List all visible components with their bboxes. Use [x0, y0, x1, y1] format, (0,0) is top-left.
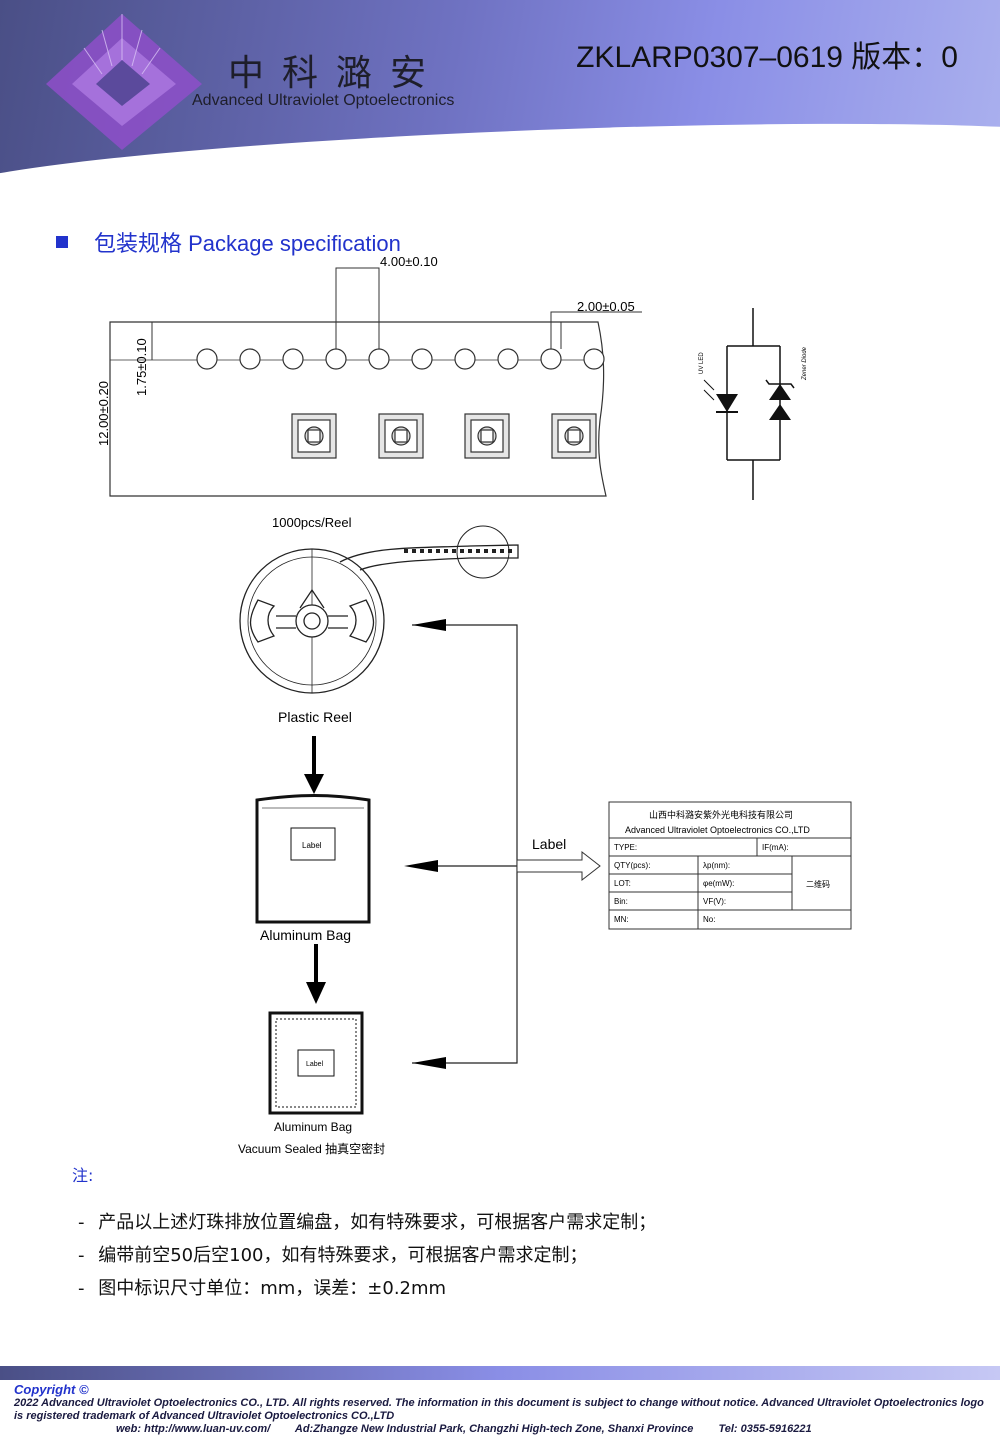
aluminum-bag-2	[268, 1011, 364, 1115]
connector-lines	[412, 624, 600, 1064]
website-link[interactable]: web: http://www.luan-uv.com/	[116, 1423, 271, 1435]
page-header: 中科潞安 Advanced Ultraviolet Optoelectronic…	[0, 0, 1000, 180]
footer-bar	[0, 1366, 1000, 1380]
bag2-tag-text: Label	[306, 1061, 324, 1068]
dim-edge-text: 1.75±0.10	[134, 338, 149, 396]
telephone-text: Tel: 0355-5916221	[718, 1423, 812, 1435]
label-arrow-text: Label	[532, 836, 566, 852]
sprocket-holes	[196, 348, 605, 370]
label-card-mn: MN:	[614, 915, 629, 924]
vacuum-sealed-text: Vacuum Sealed 抽真空密封	[238, 1141, 385, 1156]
plastic-reel-drawing	[239, 525, 519, 694]
down-arrow-icon	[304, 736, 324, 794]
contact-line: web: http://www.luan-uv.com/ Ad:Zhangze …	[14, 1423, 994, 1435]
led-pocket	[551, 413, 597, 459]
label-card-type: TYPE:	[614, 843, 637, 852]
zener-label: Zener Diode	[802, 346, 808, 381]
label-card-company-cn: 山西中科潞安紫外光电科技有限公司	[649, 809, 793, 820]
led-pockets	[291, 413, 597, 459]
uv-led-label: UV LED	[699, 352, 705, 374]
led-pocket	[291, 413, 337, 459]
left-arrow-icon	[404, 619, 446, 1069]
page-footer: Copyright © 2022 Advanced Ultraviolet Op…	[14, 1382, 994, 1435]
tape-dimensions	[109, 267, 642, 496]
uv-led-symbol	[703, 379, 738, 413]
dim-width-text: 12.00±0.20	[96, 381, 111, 446]
note-item: 图中标识尺寸单位：mm，误差：±0.2mm	[78, 1272, 656, 1305]
aluminum-bag-1	[255, 794, 371, 924]
address-text: Ad:Zhangze New Industrial Park, Changzhi…	[294, 1423, 694, 1435]
label-card-company-en: Advanced Ultraviolet Optoelectronics CO.…	[625, 825, 810, 835]
led-pocket	[464, 413, 510, 459]
document-code: ZKLARP0307–0619 版本：0	[576, 41, 958, 74]
bag1-label: Aluminum Bag	[260, 927, 351, 943]
label-card	[608, 801, 852, 930]
bag2-label: Aluminum Bag	[274, 1120, 352, 1134]
package-drawing: 4.00±0.10 2.00±0.05 12.00±0.20 1.75±0.10	[96, 254, 852, 1156]
company-logo-icon	[46, 14, 202, 150]
notes-list: 产品以上述灯珠排放位置编盘，如有特殊要求，可根据客户需求定制； 编带前空50后空…	[78, 1206, 656, 1305]
copyright-text: Copyright ©	[14, 1382, 89, 1397]
label-card-lot: LOT:	[614, 879, 631, 888]
reel-tape-pockets	[404, 549, 512, 553]
company-name-cn: 中科潞安	[228, 53, 445, 94]
zener-diode-symbol	[765, 379, 795, 420]
label-arrow-icon	[516, 850, 601, 882]
reel-count-text: 1000pcs/Reel	[272, 515, 352, 530]
carrier-tape	[109, 321, 607, 497]
legal-text: 2022 Advanced Ultraviolet Optoelectronic…	[14, 1397, 984, 1422]
section-title-text: 包装规格 Package specification	[94, 231, 401, 256]
label-card-qr: 二维码	[806, 879, 830, 889]
label-card-lp: λp(nm):	[703, 861, 730, 870]
down-arrow-icon	[306, 944, 326, 1004]
label-card-no: No:	[703, 915, 715, 924]
plastic-reel-label: Plastic Reel	[278, 709, 352, 725]
company-name-en: Advanced Ultraviolet Optoelectronics	[192, 92, 455, 109]
dim-hole-text: 2.00±0.05	[577, 299, 635, 314]
led-pocket	[378, 413, 424, 459]
label-card-qty: QTY(pcs):	[614, 861, 650, 870]
dim-pitch-text: 4.00±0.10	[380, 254, 438, 269]
label-card-bin: Bin:	[614, 897, 628, 906]
label-card-pe: φe(mW):	[703, 879, 734, 888]
notes-title: 注:	[72, 1166, 94, 1185]
note-item: 编带前空50后空100，如有特殊要求，可根据客户需求定制；	[78, 1239, 656, 1272]
label-card-vf: VF(V):	[703, 897, 726, 906]
square-bullet-icon	[56, 236, 68, 248]
note-item: 产品以上述灯珠排放位置编盘，如有特殊要求，可根据客户需求定制；	[78, 1206, 656, 1239]
circuit-diagram	[726, 308, 781, 500]
bag1-tag-text: Label	[302, 841, 322, 850]
label-card-if: IF(mA):	[762, 843, 789, 852]
section-title: 包装规格 Package specification	[56, 226, 401, 258]
